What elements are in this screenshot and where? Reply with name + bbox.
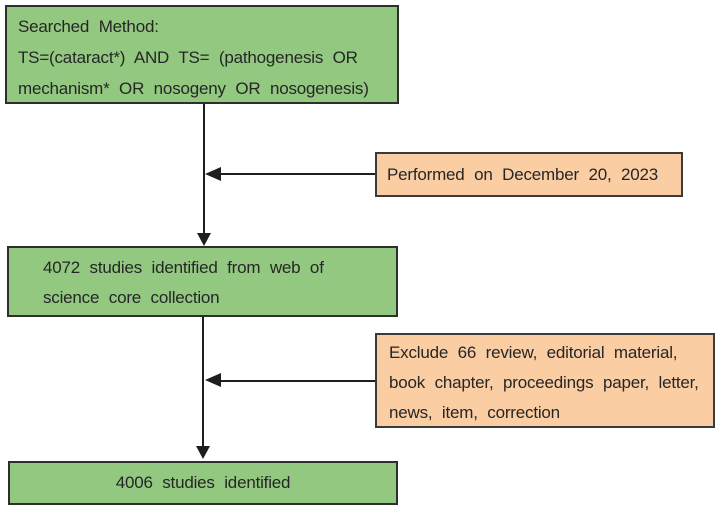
final-studies-box: 4006 studies identified xyxy=(8,461,398,505)
excluded-studies-box: Exclude 66 review, editorial material, b… xyxy=(375,333,715,428)
down-arrowhead-icon xyxy=(196,446,210,459)
connector-vertical-2 xyxy=(202,317,204,446)
search-method-line-1: Searched Method: xyxy=(18,17,159,36)
studies-identified-line-2: science core collection xyxy=(43,288,220,307)
search-method-line-3: mechanism* OR nosogeny OR nosogenesis) xyxy=(18,79,369,98)
search-method-box: Searched Method: TS=(cataract*) AND TS= … xyxy=(5,5,399,104)
connector-horizontal-2 xyxy=(221,380,375,382)
excluded-line-1: Exclude 66 review, editorial material, xyxy=(389,343,678,362)
performed-date-box: Performed on December 20, 2023 xyxy=(375,152,683,197)
left-arrowhead-icon xyxy=(205,373,221,387)
connector-horizontal-1 xyxy=(221,173,375,175)
excluded-line-3: news, item, correction xyxy=(389,403,560,422)
search-method-line-2: TS=(cataract*) AND TS= (pathogenesis OR xyxy=(18,48,358,67)
down-arrowhead-icon xyxy=(197,233,211,246)
performed-date-text: Performed on December 20, 2023 xyxy=(387,164,659,184)
excluded-line-2: book chapter, proceedings paper, letter, xyxy=(389,373,699,392)
left-arrowhead-icon xyxy=(205,167,221,181)
connector-vertical-1 xyxy=(203,104,205,233)
final-studies-text: 4006 studies identified xyxy=(115,473,291,492)
studies-identified-box: 4072 studies identified from web of scie… xyxy=(7,246,398,317)
studies-identified-line-1: 4072 studies identified from web of xyxy=(43,258,324,277)
